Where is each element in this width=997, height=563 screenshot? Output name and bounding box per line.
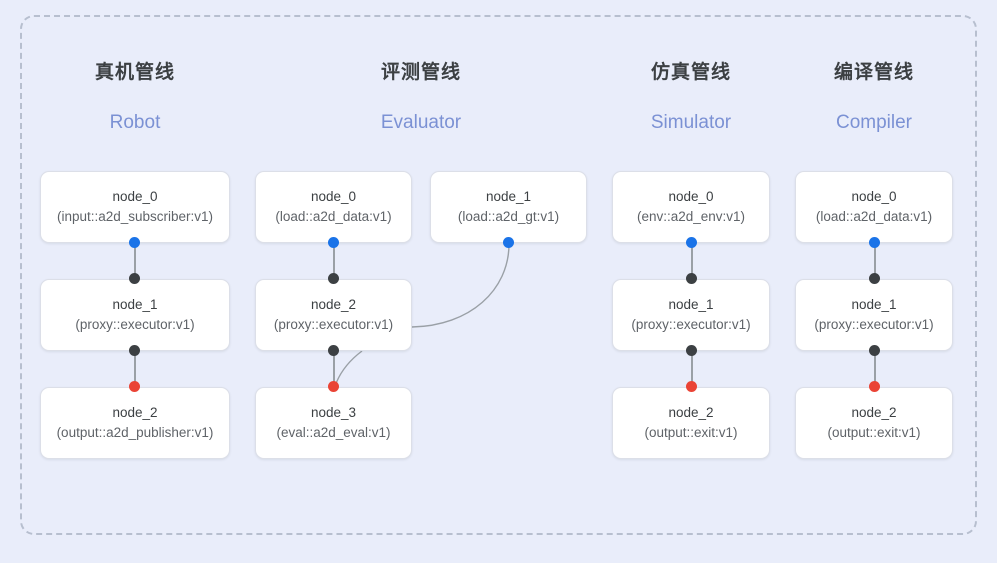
port-output-robot-node-1[interactable] xyxy=(129,345,140,356)
pipeline-frame xyxy=(20,15,977,535)
edge-evaluator-0-to-2 xyxy=(333,243,335,279)
port-output-evaluator-node-2[interactable] xyxy=(328,345,339,356)
node-compiler-node-2[interactable]: node_2 (output::exit:v1) xyxy=(795,387,953,459)
edge-robot-1-to-2 xyxy=(134,351,136,387)
node-name: node_2 xyxy=(310,297,357,312)
node-type: (input::a2d_subscriber:v1) xyxy=(56,209,214,224)
port-terminal-simulator-node-2[interactable] xyxy=(686,381,697,392)
node-compiler-node-0[interactable]: node_0 (load::a2d_data:v1) xyxy=(795,171,953,243)
port-output-simulator-node-0[interactable] xyxy=(686,237,697,248)
node-type: (load::a2d_data:v1) xyxy=(275,209,392,224)
node-type: (output::a2d_publisher:v1) xyxy=(56,425,214,440)
port-output-simulator-node-1[interactable] xyxy=(686,345,697,356)
node-name: node_3 xyxy=(310,405,357,420)
node-evaluator-node-2[interactable]: node_2 (proxy::executor:v1) xyxy=(255,279,412,351)
node-name: node_1 xyxy=(851,297,897,312)
port-terminal-robot-node-2[interactable] xyxy=(129,381,140,392)
node-type: (output::exit:v1) xyxy=(827,425,921,440)
node-type: (output::exit:v1) xyxy=(644,425,738,440)
port-output-evaluator-node-1[interactable] xyxy=(503,237,514,248)
node-robot-node-0[interactable]: node_0 (input::a2d_subscriber:v1) xyxy=(40,171,230,243)
node-evaluator-node-3[interactable]: node_3 (eval::a2d_eval:v1) xyxy=(255,387,412,459)
node-simulator-node-2[interactable]: node_2 (output::exit:v1) xyxy=(612,387,770,459)
node-simulator-node-0[interactable]: node_0 (env::a2d_env:v1) xyxy=(612,171,770,243)
node-robot-node-1[interactable]: node_1 (proxy::executor:v1) xyxy=(40,279,230,351)
port-terminal-compiler-node-2[interactable] xyxy=(869,381,880,392)
port-input-evaluator-node-2[interactable] xyxy=(328,273,339,284)
port-output-compiler-node-1[interactable] xyxy=(869,345,880,356)
port-input-simulator-node-1[interactable] xyxy=(686,273,697,284)
node-simulator-node-1[interactable]: node_1 (proxy::executor:v1) xyxy=(612,279,770,351)
node-evaluator-node-1[interactable]: node_1 (load::a2d_gt:v1) xyxy=(430,171,587,243)
node-name: node_0 xyxy=(668,189,714,204)
edge-compiler-0-to-1 xyxy=(874,243,876,279)
node-robot-node-2[interactable]: node_2 (output::a2d_publisher:v1) xyxy=(40,387,230,459)
node-name: node_0 xyxy=(112,189,158,204)
port-input-robot-node-1[interactable] xyxy=(129,273,140,284)
node-type: (proxy::executor:v1) xyxy=(814,317,934,332)
port-terminal-evaluator-node-3[interactable] xyxy=(328,381,339,392)
node-type: (eval::a2d_eval:v1) xyxy=(276,425,391,440)
port-output-compiler-node-0[interactable] xyxy=(869,237,880,248)
node-type: (env::a2d_env:v1) xyxy=(636,209,746,224)
node-type: (load::a2d_data:v1) xyxy=(815,209,933,224)
edge-evaluator-2-to-3 xyxy=(333,351,335,387)
node-name: node_1 xyxy=(112,297,158,312)
node-name: node_0 xyxy=(310,189,357,204)
node-type: (proxy::executor:v1) xyxy=(273,317,394,332)
edge-simulator-1-to-2 xyxy=(691,351,693,387)
node-name: node_2 xyxy=(851,405,897,420)
edge-compiler-1-to-2 xyxy=(874,351,876,387)
edge-simulator-0-to-1 xyxy=(691,243,693,279)
port-input-compiler-node-1[interactable] xyxy=(869,273,880,284)
node-name: node_1 xyxy=(485,189,532,204)
node-evaluator-node-0[interactable]: node_0 (load::a2d_data:v1) xyxy=(255,171,412,243)
node-type: (proxy::executor:v1) xyxy=(631,317,751,332)
node-type: (load::a2d_gt:v1) xyxy=(457,209,560,224)
node-name: node_0 xyxy=(851,189,897,204)
node-name: node_2 xyxy=(668,405,714,420)
node-type: (proxy::executor:v1) xyxy=(75,317,195,332)
port-output-robot-node-0[interactable] xyxy=(129,237,140,248)
port-output-evaluator-node-0[interactable] xyxy=(328,237,339,248)
node-compiler-node-1[interactable]: node_1 (proxy::executor:v1) xyxy=(795,279,953,351)
node-name: node_1 xyxy=(668,297,714,312)
edge-robot-0-to-1 xyxy=(134,243,136,279)
node-name: node_2 xyxy=(112,405,158,420)
